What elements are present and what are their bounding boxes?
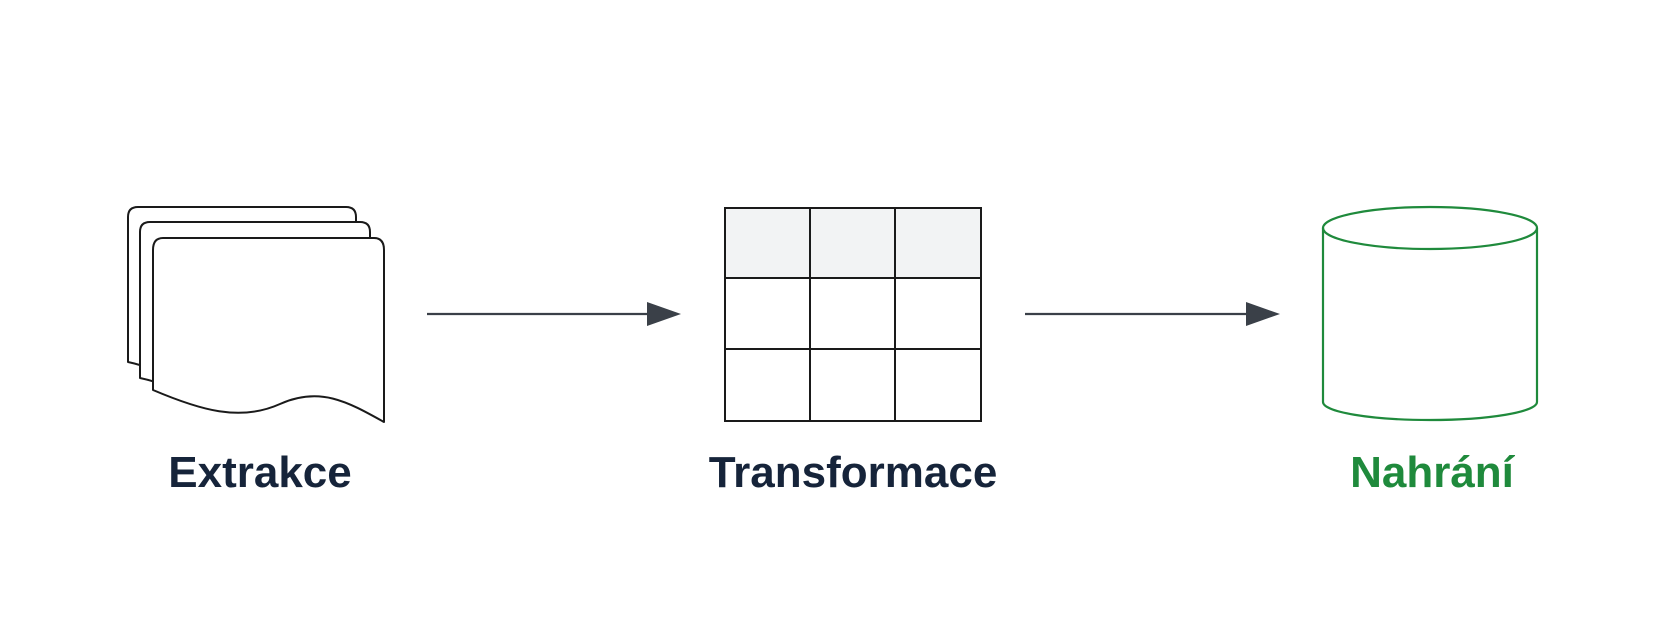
document-sheet-front (152, 237, 385, 423)
table-grid-icon (724, 207, 982, 422)
stage-label-transform: Transformace (708, 448, 998, 497)
arrow-transform-to-load (1025, 302, 1280, 326)
table-outline (724, 207, 982, 422)
cylinder-top (1321, 205, 1539, 251)
documents-stack-icon (127, 206, 385, 423)
stage-label-load: Nahrání (1350, 448, 1514, 497)
cylinder-body (1321, 228, 1539, 422)
stage-label-extract: Extrakce (168, 448, 352, 497)
table-header-fill (725, 208, 981, 278)
arrow-extract-to-transform (427, 302, 681, 326)
database-cylinder-icon (1321, 205, 1539, 422)
